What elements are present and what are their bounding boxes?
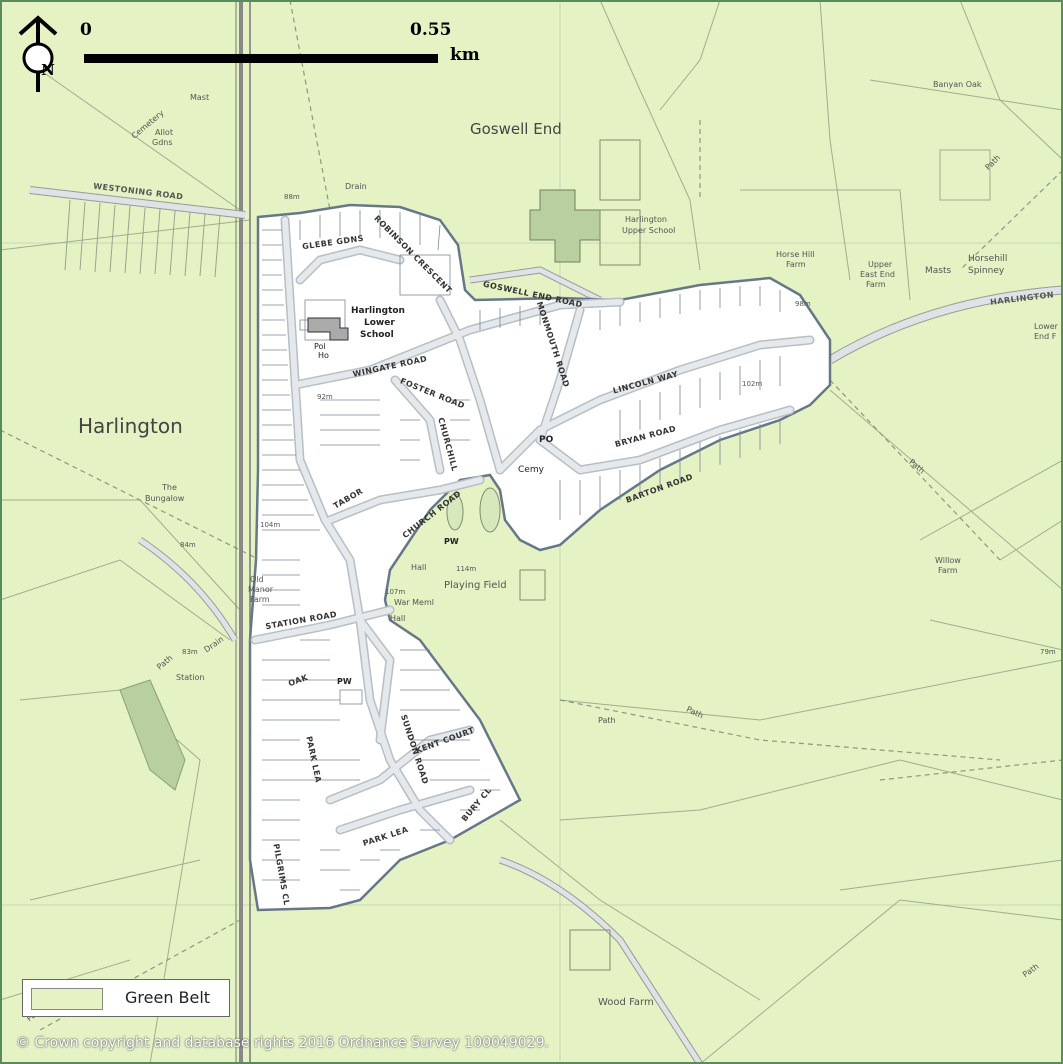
label-upper-east-end: Upper (868, 260, 893, 269)
label-old-manor-farm-line2: Manor (248, 585, 274, 594)
label-old-manor-farm: Old (250, 575, 264, 584)
label-hall-1: Hall (411, 563, 427, 572)
label-lower-end-line2: End F (1034, 332, 1057, 341)
inner-roads (252, 217, 813, 843)
legend-label-green-belt: Green Belt (125, 988, 211, 1007)
label-playing-field: Playing Field (444, 580, 507, 591)
spot-height-114: 114m (456, 565, 477, 573)
label-willow-farm-line2: Farm (938, 566, 958, 575)
legend-swatch-green-belt (31, 988, 103, 1010)
legend: Green Belt (22, 979, 230, 1017)
label-banyan-oak: Banyan Oak (933, 80, 982, 89)
spot-height-79: 79m (1040, 648, 1056, 656)
label-allot-line2: Gdns (152, 138, 173, 147)
spot-height-98: 98m (795, 300, 811, 308)
label-horse-hill-farm-line2: Farm (786, 260, 806, 269)
spot-height-92: 92m (317, 393, 333, 401)
label-lower-end: Lower (1034, 322, 1058, 331)
label-horsehill-spinney-line2: Spinney (968, 266, 1005, 276)
label-mast: Mast (190, 93, 210, 102)
label-pw-2: PW (337, 677, 352, 686)
label-horse-hill-farm: Horse Hill (776, 250, 815, 259)
scale-bar: N 0 0.55 km (10, 12, 500, 102)
label-masts: Masts (925, 266, 952, 276)
label-wood-farm: Wood Farm (598, 997, 654, 1008)
copyright-notice: © Crown copyright and database rights 20… (16, 1035, 549, 1051)
label-goswell-end: Goswell End (470, 120, 562, 138)
spot-height-107: 107m (385, 588, 406, 596)
scale-unit-label: km (450, 45, 480, 65)
scale-end-label: 0.55 (410, 20, 452, 40)
railway (235, 0, 251, 1064)
label-po: PO (539, 435, 554, 445)
label-willow-farm: Willow (935, 556, 961, 565)
spot-height-102: 102m (742, 380, 763, 388)
north-arrow-letter: N (41, 61, 55, 79)
label-horsehill-spinney: Horsehill (968, 254, 1008, 264)
label-station: Station (176, 673, 205, 682)
label-drain: Drain (345, 182, 367, 191)
spot-height-83: 83m (182, 648, 198, 656)
north-arrow-icon (18, 15, 58, 92)
label-cemy: Cemy (518, 465, 544, 475)
spot-height-104: 104m (260, 521, 281, 529)
label-harlington-upper-school-line2: Upper School (622, 226, 676, 235)
label-the-bungalow: The (162, 483, 177, 492)
lower-school-building (307, 317, 349, 341)
label-harlington: Harlington (78, 414, 183, 438)
label-upper-east-end-line2: East End (860, 270, 896, 279)
label-the-bungalow-line2: Bungalow (145, 494, 185, 503)
label-allot: Allot (155, 128, 173, 137)
label-hall-2: Hall (390, 614, 406, 623)
label-upper-east-end-line3: Farm (866, 280, 886, 289)
westoning-plots (64, 199, 221, 278)
label-harlington-upper-school: Harlington (625, 215, 667, 224)
label-path-2: Path (598, 716, 616, 725)
label-pol-ho: Pol (314, 342, 326, 351)
label-old-manor-farm-line3: Farm (250, 595, 270, 604)
scale-bar-line (84, 54, 438, 63)
label-harlington-lower-school: Harlington (351, 306, 405, 316)
label-harlington-lower-school-line3: School (360, 330, 394, 340)
label-pw-1: PW (444, 537, 459, 546)
label-harlington-lower-school-line2: Lower (364, 318, 395, 328)
spot-height-88: 88m (284, 193, 300, 201)
label-war-meml: War Meml (394, 598, 434, 607)
spot-height-84: 84m (180, 541, 196, 549)
upper-school (529, 189, 601, 263)
label-pol-ho-line2: Ho (318, 351, 329, 360)
scale-start-label: 0 (80, 20, 92, 40)
